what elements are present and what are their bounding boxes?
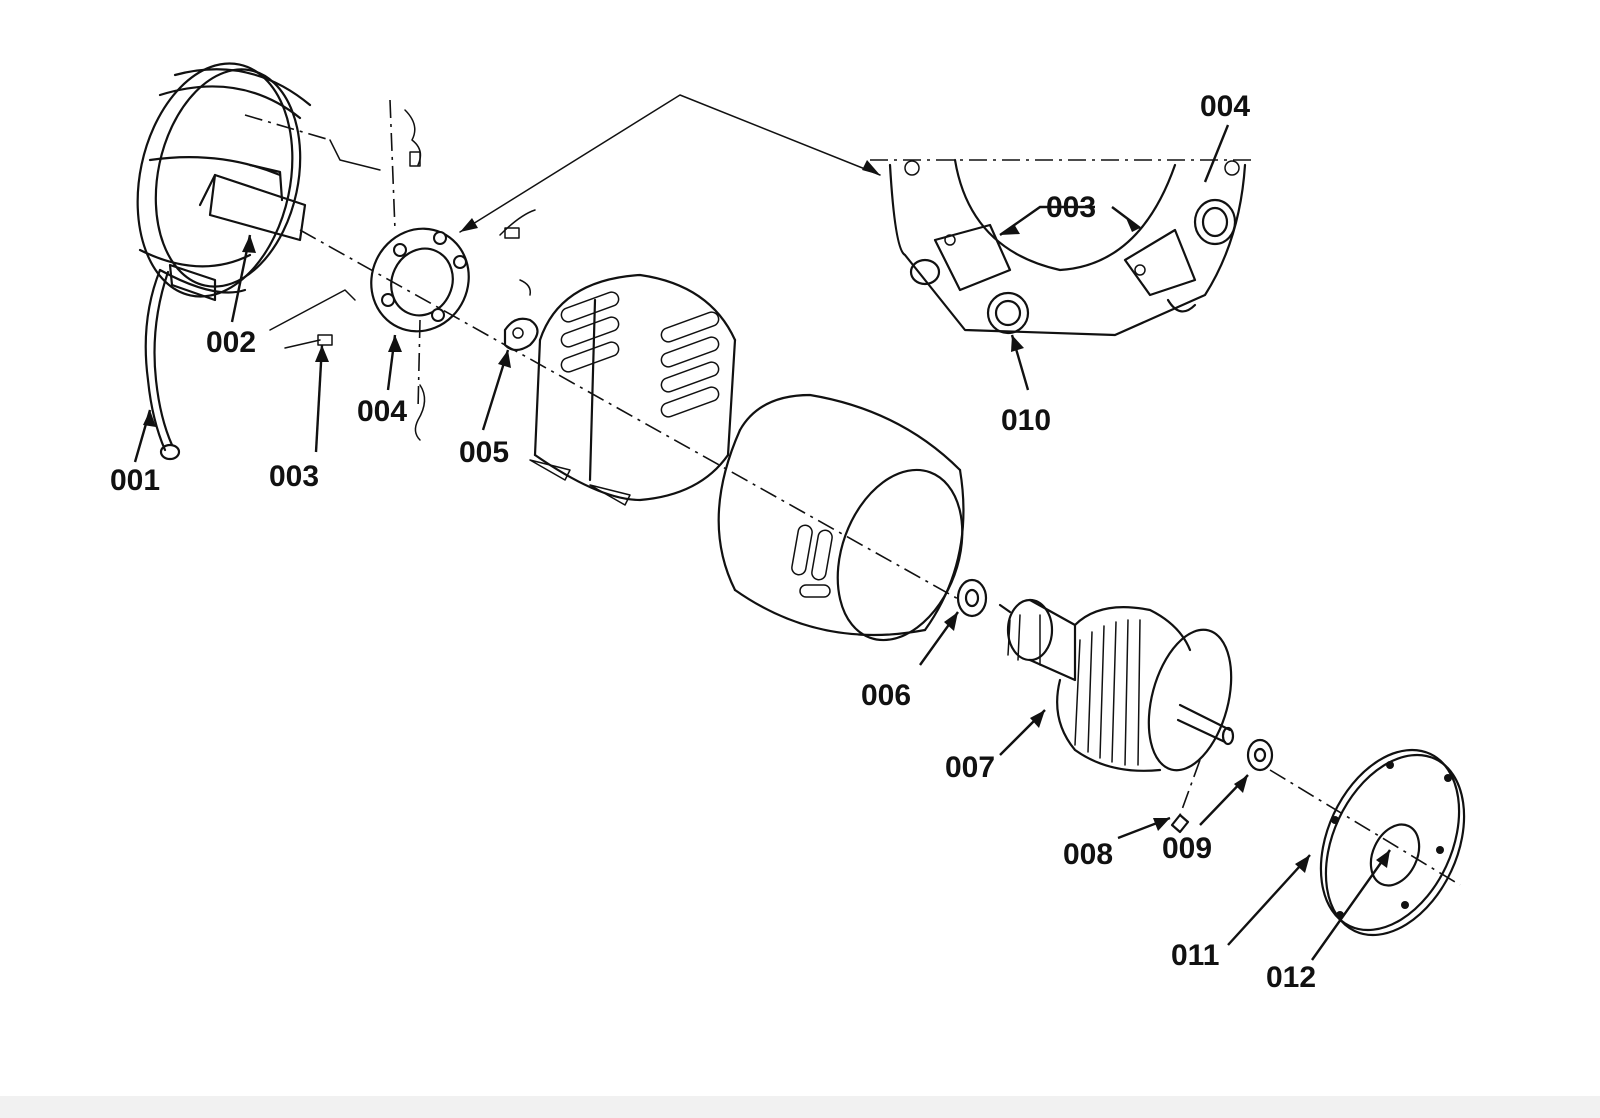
label-006: 006 xyxy=(861,679,911,712)
label-007: 007 xyxy=(945,751,995,784)
slotted-band xyxy=(529,273,737,506)
brush-holder-plate xyxy=(269,109,536,441)
armature xyxy=(998,598,1235,772)
brush-holder-detail xyxy=(870,158,1255,337)
detail-pointer-line xyxy=(459,94,881,233)
label-003-left: 003 xyxy=(269,460,319,493)
bearing-front xyxy=(956,578,988,618)
stator-housing xyxy=(717,393,965,642)
key xyxy=(1170,813,1190,834)
label-010: 010 xyxy=(1001,404,1051,437)
leader-lines xyxy=(133,124,1391,961)
brush-clip xyxy=(503,317,539,352)
label-012: 012 xyxy=(1266,961,1316,994)
label-004-left: 004 xyxy=(357,395,407,428)
bearing-rear xyxy=(1246,738,1274,772)
label-002: 002 xyxy=(206,326,256,359)
label-008: 008 xyxy=(1063,838,1113,871)
end-plate xyxy=(1319,748,1466,937)
label-001: 001 xyxy=(110,464,160,497)
end-cap-assembly xyxy=(136,62,312,461)
label-009: 009 xyxy=(1162,832,1212,865)
label-011: 011 xyxy=(1171,939,1219,972)
axis-line xyxy=(244,114,331,141)
label-005: 005 xyxy=(459,436,509,469)
label-004-detail: 004 xyxy=(1200,90,1250,123)
bottom-scan-strip xyxy=(0,1096,1600,1118)
label-003-detail: 003 xyxy=(1046,191,1096,224)
